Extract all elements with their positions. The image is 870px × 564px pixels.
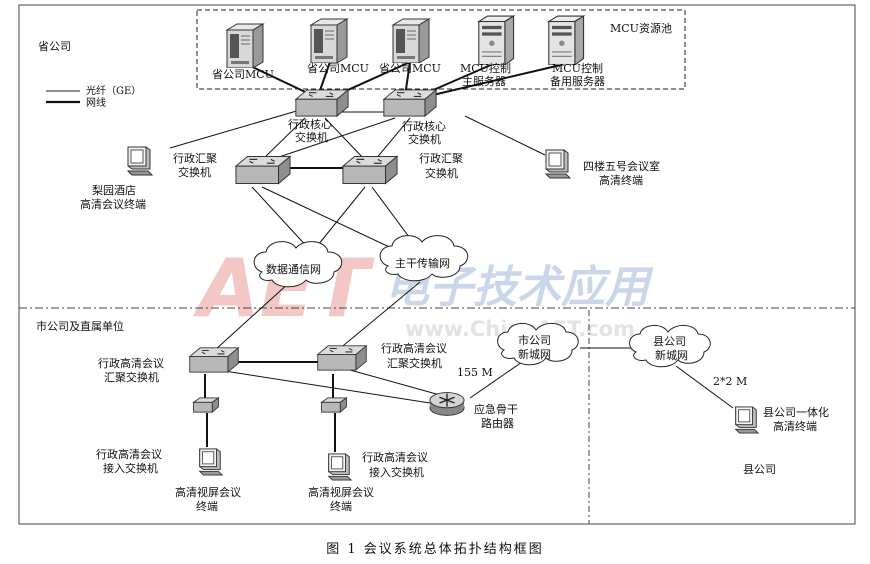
access-switch-left [193, 397, 219, 413]
server-mcu-control-main: MCU控制 主服务器 [460, 15, 515, 88]
terminal-label: 高清视屏会议 [175, 485, 241, 499]
server-label-2: 备用服务器 [550, 74, 605, 88]
server-mcu-control-backup: MCU控制 备用服务器 [548, 15, 605, 88]
province-region-label: 省公司 [38, 40, 71, 53]
switch-label: 行政汇聚 [173, 151, 217, 165]
legend-cable: 网线 [86, 96, 106, 109]
server-label-2: 主服务器 [462, 75, 506, 88]
terminal-label: 高清视屏会议 [308, 485, 374, 499]
terminal-hotel: 梨园酒店 高清会议终端 [80, 146, 153, 211]
server-mcu-2: 省公司MCU [307, 18, 369, 75]
city-agg-switch-right: 行政高清会议 汇聚交换机 [317, 341, 447, 371]
terminal-label-2: 高清会议终端 [80, 197, 146, 211]
switch-label-2: 交换机 [295, 130, 328, 144]
city-agg-switch-left: 行政高清会议 汇聚交换机 [98, 347, 239, 384]
terminal-screen-left: 高清视屏会议 终端 [175, 448, 241, 513]
switch-label: 行政核心 [402, 119, 446, 133]
mcu-pool-label: MCU资源池 [610, 21, 672, 35]
switch-label: 行政高清会议 [381, 341, 447, 355]
terminal-screen-right: 高清视屏会议 终端 [308, 453, 374, 513]
switch-label: 行政高清会议 [98, 356, 164, 370]
server-label: 省公司MCU [212, 68, 274, 81]
access-switch-label-left-2: 接入交换机 [103, 461, 158, 475]
server-label: 省公司MCU [307, 62, 369, 75]
server-label: 省公司MCU [379, 62, 441, 75]
access-switch-right [321, 397, 347, 413]
terminal-label-2: 终端 [196, 499, 218, 513]
switch-label-2: 交换机 [408, 132, 441, 146]
server-label: MCU控制 [460, 61, 511, 75]
agg-switch-right: 行政汇聚 交换机 [342, 151, 463, 185]
cloud-backbone-network: 主干传输网 [379, 235, 469, 282]
cloud-label: 主干传输网 [395, 256, 450, 270]
terminal-label-2: 终端 [330, 499, 352, 513]
figure-caption: 图 1 会议系统总体拓扑结构框图 [326, 542, 544, 557]
terminal-meeting-room: 四楼五号会议室 高清终端 [545, 149, 660, 187]
legend-fiber: 光纤（GE） [86, 84, 141, 97]
switch-label-2: 交换机 [178, 165, 211, 179]
mcu-pool-box [196, 9, 686, 90]
agg-switch-left: 行政汇聚 交换机 [173, 151, 291, 185]
server-mcu-3: 省公司MCU [379, 18, 441, 75]
switch-label-2: 汇聚交换机 [104, 370, 159, 384]
terminal-label: 梨园酒店 [92, 183, 136, 197]
terminal-label: 四楼五号会议室 [583, 159, 660, 173]
server-mcu-1: 省公司MCU [212, 23, 274, 81]
terminal-label: 县公司一体化 [763, 405, 829, 419]
bandwidth-155: 155 M [457, 366, 493, 379]
cloud-label: 数据通信网 [266, 262, 321, 276]
bandwidth-2x2: 2*2 M [713, 375, 747, 388]
access-switch-label-right: 行政高清会议 [362, 450, 428, 464]
links [169, 61, 734, 452]
terminal-label-2: 高清终端 [599, 173, 643, 187]
router-label-2: 路由器 [481, 416, 514, 430]
cloud-label-2: 新城网 [518, 347, 551, 361]
legend: 光纤（GE） 网线 [46, 84, 141, 109]
cloud-city-network: 市公司 新城网 [497, 323, 579, 366]
city-region-label: 市公司及直属单位 [36, 319, 124, 333]
core-switch-right: 行政核心 交换机 [383, 89, 446, 146]
cloud-label-2: 新城网 [655, 348, 688, 362]
switch-label-2: 交换机 [425, 166, 458, 180]
cloud-label: 市公司 [518, 333, 551, 347]
county-region-label: 县公司 [743, 463, 776, 476]
router-label: 应急骨干 [474, 402, 518, 416]
switch-label: 行政汇聚 [419, 151, 463, 165]
terminal-label-2: 高清终端 [773, 419, 817, 433]
cloud-label: 县公司 [653, 335, 686, 348]
core-switch-left: 行政核心 交换机 [288, 89, 349, 144]
cloud-county-network: 县公司 新城网 [629, 325, 711, 368]
access-switch-label-left: 行政高清会议 [96, 447, 162, 461]
cloud-data-network: 数据通信网 [253, 241, 343, 288]
switch-label: 行政核心 [288, 117, 332, 131]
access-switch-label-right-2: 接入交换机 [369, 465, 424, 479]
terminal-county: 县公司一体化 高清终端 [735, 405, 829, 434]
emergency-router: 应急骨干 路由器 [429, 391, 518, 430]
switch-label-2: 汇聚交换机 [387, 356, 442, 370]
outer-frame [18, 4, 856, 525]
server-label: MCU控制 [552, 61, 603, 75]
